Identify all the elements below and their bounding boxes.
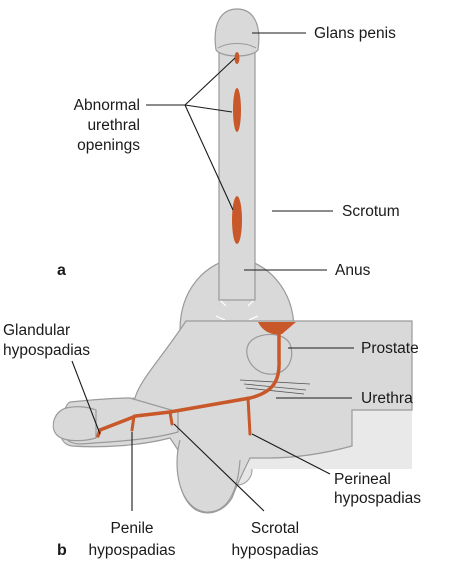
label-penile-line-1: Penile	[110, 520, 153, 537]
panel-letter-a: a	[57, 262, 66, 279]
label-scrotum: Scrotum	[342, 203, 400, 220]
label-scrotal-line-2: hypospadias	[231, 542, 318, 559]
label-abnormal-line-2: urethral	[87, 117, 140, 134]
urethral-opening-scrotal	[232, 196, 242, 244]
label-perineal-line-2: hypospadias	[334, 490, 421, 507]
penile-shaft	[219, 40, 255, 300]
label-scrotal-line-1: Scrotal	[251, 520, 299, 537]
label-penile-line-2: hypospadias	[88, 542, 175, 559]
label-prostate: Prostate	[361, 340, 419, 357]
label-perineal-line-1: Perineal	[334, 471, 391, 488]
label-glans-penis: Glans penis	[314, 25, 396, 42]
label-abnormal-line-1: Abnormal	[74, 97, 140, 114]
panel-letter-b: b	[57, 542, 67, 559]
label-glandular-line-1: Glandular	[3, 322, 70, 339]
panel-b: Glandular hypospadias Prostate Urethra P…	[3, 321, 421, 559]
glans-profile	[53, 407, 96, 441]
label-abnormal-line-3: openings	[77, 137, 140, 154]
urethral-opening-shaft	[233, 88, 241, 132]
label-glandular-line-2: hypospadias	[3, 342, 90, 359]
label-anus: Anus	[335, 262, 371, 279]
label-urethra: Urethra	[361, 390, 413, 407]
urethral-opening-glans	[235, 52, 240, 64]
